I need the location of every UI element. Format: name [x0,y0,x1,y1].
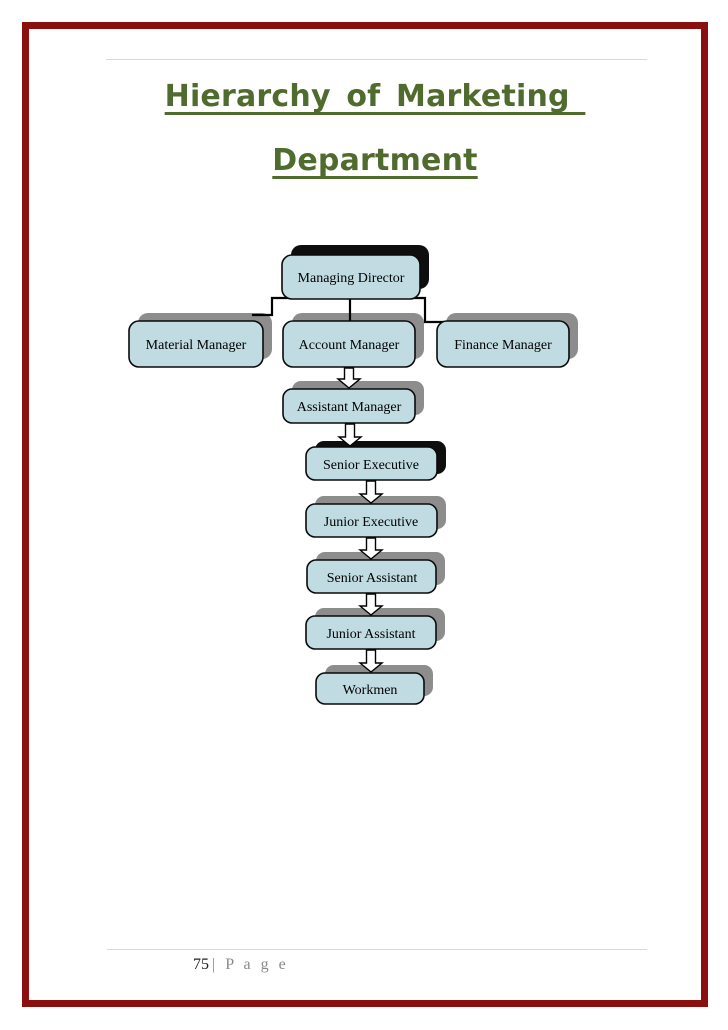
page-marker: | P a g e [212,956,289,973]
node-labels: Managing Director Material Manager Accou… [146,271,552,698]
title-line-1: Hierarchy of Marketing [164,79,586,114]
page-border [22,22,708,1007]
label-finance-manager: Finance Manager [454,338,552,353]
title-line-2: Department [272,143,478,178]
box-account-manager [282,320,416,368]
org-connectors [252,296,449,673]
label-workmen: Workmen [343,683,398,698]
label-account-manager: Account Manager [299,338,400,353]
page-title: Hierarchy of Marketing Department [84,65,666,193]
page-number: 75 [193,956,209,973]
node-boxes [128,254,570,705]
arrow-senior-exec-to-junior-exec [358,480,384,504]
box-workmen [315,672,425,705]
label-junior-executive: Junior Executive [324,515,418,530]
box-material-manager [128,320,264,368]
box-senior-assistant [306,559,437,594]
box-junior-assistant [305,615,437,650]
box-junior-executive [305,503,438,538]
arrow-junior-asst-to-workmen [358,649,384,673]
arrow-junior-exec-to-senior-asst [358,537,384,560]
label-material-manager: Material Manager [146,338,247,353]
footer-rule [107,949,647,950]
box-managing-director [281,254,421,300]
label-junior-assistant: Junior Assistant [326,627,415,642]
arrow-assistant-to-senior-executive [337,423,363,447]
box-senior-executive [305,446,438,481]
header-rule [106,59,647,60]
label-senior-assistant: Senior Assistant [327,571,418,586]
arrow-account-to-assistant [336,367,362,389]
label-senior-executive: Senior Executive [323,458,419,473]
box-assistant-manager [282,388,416,424]
label-managing-director: Managing Director [298,271,405,286]
label-assistant-manager: Assistant Manager [297,400,402,415]
box-finance-manager [436,320,570,368]
page-footer: 75| P a g e [193,956,289,974]
arrow-senior-asst-to-junior-asst [358,593,384,616]
